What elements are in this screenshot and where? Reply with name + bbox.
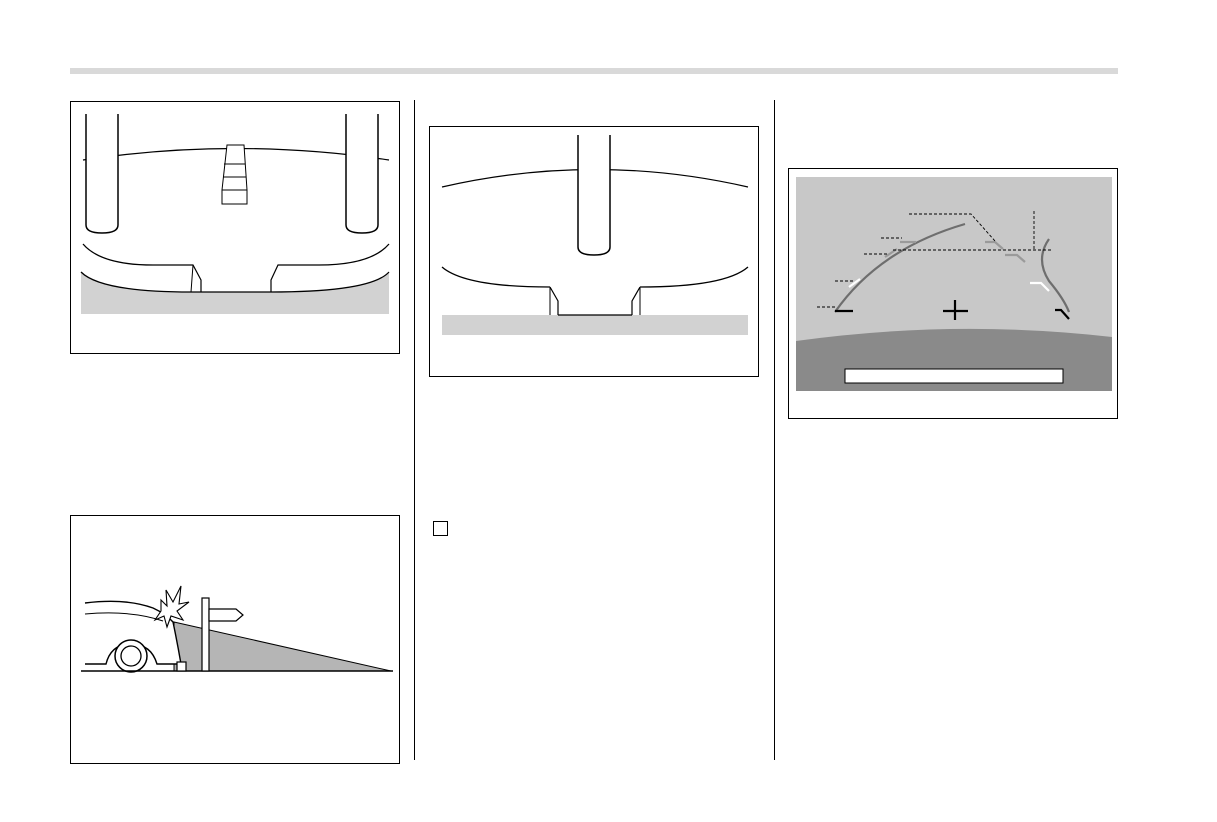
checkbox[interactable] — [433, 521, 448, 536]
column-divider-left — [414, 100, 415, 760]
header-rule — [70, 68, 1118, 74]
rear-camera-view-with-two-poles-illustration — [70, 101, 400, 354]
column-divider-right — [774, 100, 775, 760]
car-reversing-into-sign-post-illustration — [70, 515, 400, 764]
rear-camera-guide-lines-screen-illustration — [788, 168, 1118, 419]
rear-camera-view-with-center-pole-illustration — [429, 126, 759, 377]
